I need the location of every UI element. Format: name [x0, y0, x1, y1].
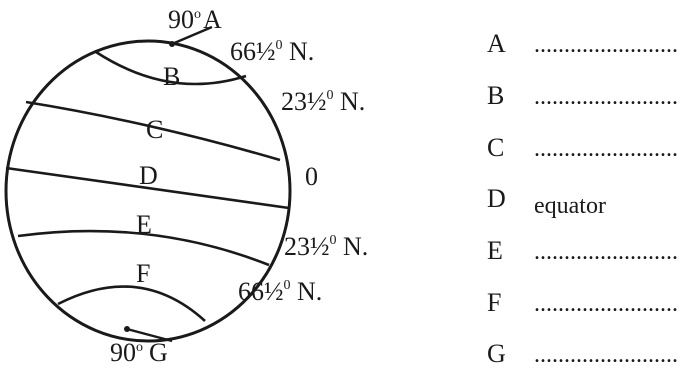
answer-blank-e[interactable]: ........................ [534, 239, 678, 265]
answer-text-d: equator [534, 193, 606, 219]
south-pole-degree: 90 [110, 338, 136, 367]
answer-letter-a: A [487, 29, 506, 58]
tropic-of-capricorn-line [17, 229, 270, 267]
answer-letter-b: B [487, 81, 504, 110]
zone-label-e: E [136, 210, 152, 239]
answer-letter-f: F [487, 288, 501, 317]
tropic-of-capricorn-label: 23½0 N. [284, 232, 368, 261]
north-pole-degree: 90 [168, 5, 194, 34]
globe-outline [4, 39, 292, 343]
answer-list: A ........................ B ...........… [487, 29, 678, 368]
north-pole-letter: A [203, 5, 222, 34]
equator-degree-label: 0 [305, 162, 318, 191]
zone-label-b: B [163, 62, 180, 91]
zone-label-c: C [146, 115, 163, 144]
south-pole-letter: G [149, 338, 168, 367]
tropic-of-cancer-line [25, 100, 281, 162]
south-pole-degree-symbol: o [136, 340, 143, 355]
antarctic-circle-line [57, 285, 206, 322]
tropic-of-cancer-label: 23½0 N. [281, 87, 365, 116]
answer-letter-g: G [487, 339, 506, 368]
north-pole-degree-symbol: o [194, 7, 201, 22]
north-pole-pointer [171, 25, 213, 46]
answer-blank-g[interactable]: ........................ [534, 342, 678, 368]
zone-label-f: F [136, 259, 150, 288]
arctic-circle-label: 66½0 N. [230, 37, 314, 66]
answer-blank-c[interactable]: ........................ [534, 136, 678, 162]
antarctic-circle-label: 66½0 N. [238, 277, 322, 306]
answer-blank-a[interactable]: ........................ [534, 32, 678, 58]
south-pole-pointer [126, 327, 173, 343]
arctic-circle-line [95, 50, 247, 86]
north-pole-label: 90oA [168, 5, 222, 34]
answer-blank-b[interactable]: ........................ [534, 84, 678, 110]
answer-blank-f[interactable]: ........................ [534, 291, 678, 317]
zone-label-d: D [139, 161, 158, 190]
answer-letter-d: D [487, 184, 506, 213]
answer-letter-e: E [487, 236, 503, 265]
equator-line [5, 166, 290, 210]
answer-letter-c: C [487, 133, 504, 162]
